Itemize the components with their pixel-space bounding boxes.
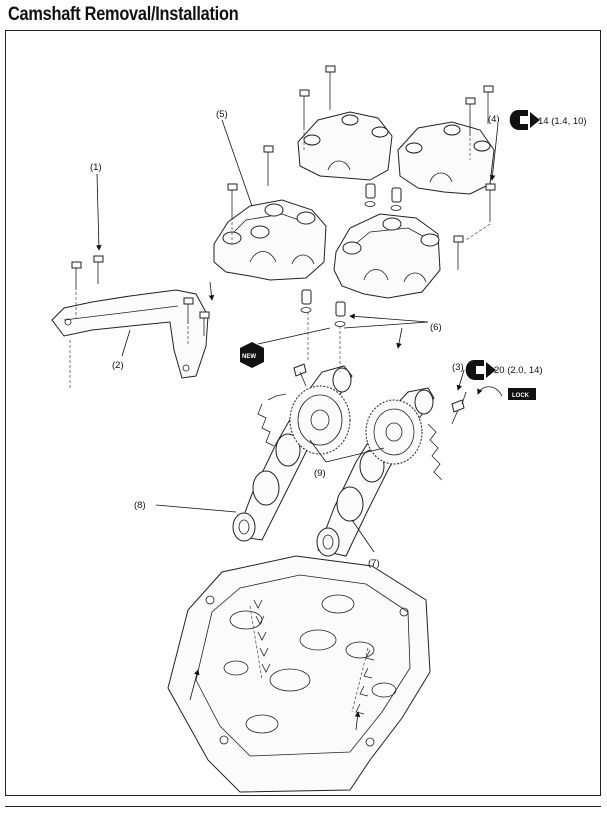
arrow-icon [396,327,403,349]
camshaft-holder-right [333,213,441,299]
page-bottom-rule [5,806,601,807]
sprocket-bolt-left [293,363,307,387]
new-badge-label: NEW [242,354,256,360]
diagram-frame [5,30,601,796]
thread-lock-icon: LOCK [477,386,536,400]
cam-sprocket-right [365,399,423,465]
camshaft-right [316,387,443,557]
callout-7: (7) [368,558,380,569]
sprocket-bolt-right [451,391,467,425]
callout-3: (3) [452,362,464,373]
callout-4: (4) [488,114,500,125]
callout-9: (9) [314,468,326,479]
arrow-icon [208,281,215,301]
callout-8: (8) [134,500,146,511]
cam-sprocket-left [289,385,351,455]
new-part-icon: NEW [240,342,264,368]
cam-chain-guide [51,289,209,379]
camshaft-holder-upper-right [397,121,495,195]
camshaft-left [232,365,353,542]
callout-5: (5) [216,109,228,120]
torque-spec-14: 14 (1.4, 10) [538,116,587,127]
page-title: Camshaft Removal/Installation [8,4,239,25]
bolts [69,65,496,390]
lock-badge-label: LOCK [512,393,530,399]
dowel-pins [301,183,402,317]
callout-1: (1) [90,162,102,173]
camshaft-holder-upper-left [297,111,393,181]
torque-spec-20: 20 (2.0, 14) [494,365,543,376]
callout-2: (2) [112,360,124,371]
leader-lines [96,119,499,553]
torque-wrench-icon [465,360,496,380]
cylinder-head [167,555,431,793]
callout-6: (6) [430,322,442,333]
torque-wrench-icon [509,110,540,130]
camshaft-holder-left [213,199,327,281]
